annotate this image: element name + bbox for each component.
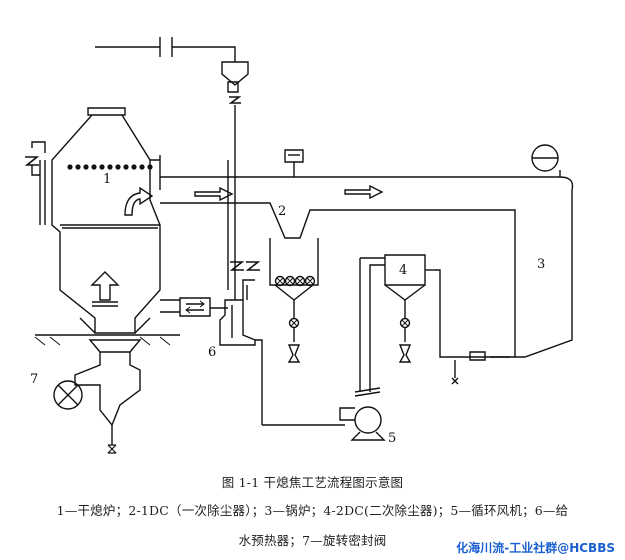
label-circulating-fan: 5 [388,431,396,446]
legend-line-2: 水预热器；7—旋转密封阀 [238,533,387,548]
process-flow-diagram: 1 2 3 4 5 6 7 [24,37,574,454]
label-secondary-dust-collector: 4 [399,263,407,278]
heat-exchanger-box [160,297,228,317]
label-boiler: 3 [537,257,545,272]
dry-quenching-furnace [34,107,180,353]
boiler-drain-valve [451,351,486,385]
coke-layer [67,164,153,170]
label-feed-water-preheater: 6 [208,345,216,360]
steam-drum-icon [531,144,561,177]
legend-line-1: 1—干熄炉；2-1DC（一次除尘器）；3—锅炉；4-2DC(二次除尘器)；5—循… [56,503,569,518]
watermark: 化海川流-工业社群@HCBBS [456,541,615,555]
primary-dust-collector [269,238,319,363]
main-gas-duct [160,176,574,358]
secondary-dust-collector [359,254,435,380]
label-furnace: 1 [103,172,111,187]
label-rotary-seal-valve: 7 [30,372,38,387]
circulating-fan [262,370,386,441]
rotary-seal-valve [53,352,141,454]
figure-title: 图 1-1 干熄焦工艺流程图示意图 [221,475,404,490]
feed-water-preheater [219,160,263,425]
duct-damper-icon [284,149,304,177]
left-valve-icon [24,141,46,176]
top-gauge-icon [221,61,249,160]
top-signal-line [95,37,236,62]
label-primary-dust-collector: 2 [278,204,286,219]
